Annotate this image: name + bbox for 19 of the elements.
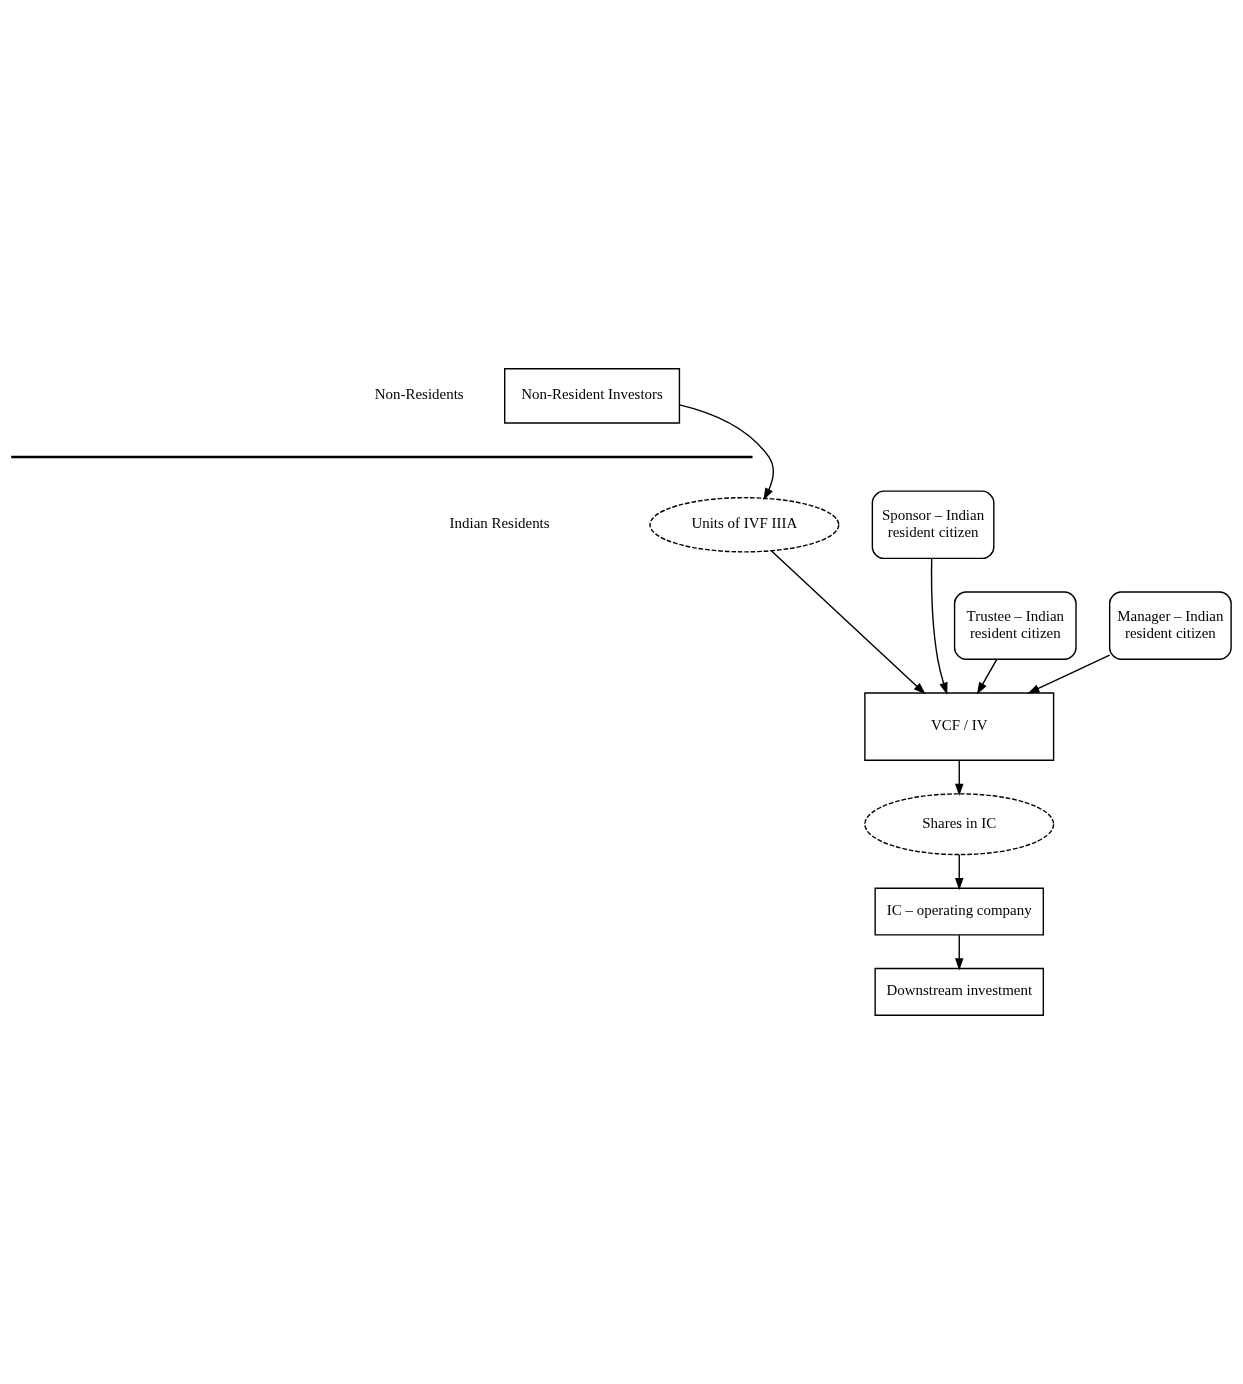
- arrow: [955, 759, 964, 796]
- label: Non-Residents: [374, 386, 464, 403]
- arrow: [955, 854, 964, 891]
- node-box: Trustee – Indian resident citizen: [953, 591, 1077, 660]
- arrow: [930, 557, 948, 695]
- arrow: [678, 404, 774, 501]
- arrow: [976, 658, 998, 695]
- node-box: VCF / IV: [864, 692, 1055, 761]
- arrow: [770, 550, 926, 695]
- arrow: [1027, 654, 1111, 694]
- node-ellipse: Shares in IC: [864, 793, 1055, 856]
- node-box: Manager – Indian resident citizen: [1108, 591, 1232, 660]
- node-box: IC – operating company: [874, 887, 1045, 936]
- label: Indian Residents: [449, 515, 550, 532]
- node-ellipse: Units of IVF IIIA: [649, 496, 840, 553]
- node-box: Non-Resident Investors: [504, 368, 681, 424]
- arrow: [955, 934, 964, 971]
- node-box: Downstream investment: [874, 967, 1045, 1016]
- node-box: Sponsor – Indian resident citizen: [871, 490, 995, 560]
